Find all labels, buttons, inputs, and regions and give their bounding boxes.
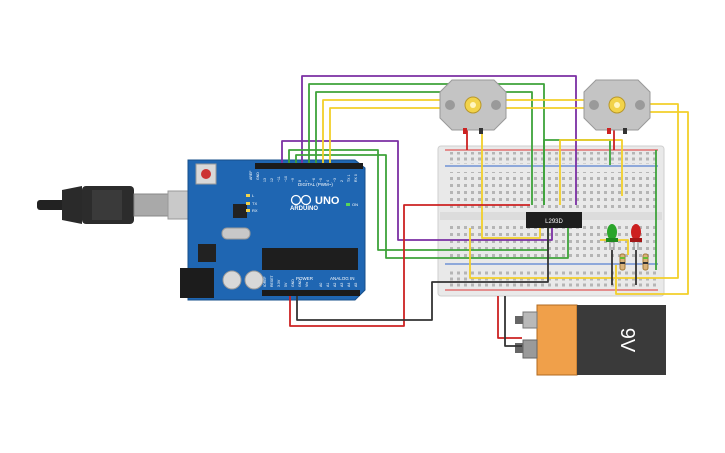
power-label: POWER	[296, 276, 314, 281]
wire-red-5v	[289, 204, 530, 327]
power-pin-label-1: RESET	[270, 274, 274, 287]
wire-green-d	[295, 154, 569, 259]
gnd-pin-label: GND	[256, 172, 260, 180]
aref-pin-label: AREF	[249, 171, 253, 180]
wire-red-battery	[497, 296, 522, 339]
battery-label: 9V	[616, 328, 638, 353]
digital-pin-label-3: ~10	[284, 176, 288, 182]
analog-pin-label-4: A4	[347, 283, 351, 287]
reset-button-cap	[201, 169, 211, 179]
digital-pin-label-1: 12	[270, 178, 274, 182]
wire-black-battery	[504, 296, 522, 347]
wire-yellow-i	[559, 139, 623, 205]
led-red	[630, 224, 642, 250]
power-pin-label-5: GND	[298, 279, 302, 287]
wire-yellow-g	[481, 130, 541, 239]
digital-pin-label-2: ~11	[277, 176, 281, 182]
power-pin-label-4: GND	[291, 279, 295, 287]
analog-pin-label-3: A3	[340, 283, 344, 287]
arduino-uno-board: ARDUINO UNO DIGITAL (PWM~) POWER ANALOG …	[180, 159, 366, 301]
dc-motor-2	[583, 79, 651, 134]
atmega-chip	[262, 248, 358, 270]
digital-pin-label-9: 4	[326, 180, 330, 182]
digital-pin-label-13: RX 0	[354, 174, 358, 182]
digital-pin-label-5: 8	[298, 180, 302, 182]
arduino-logo-text: ARDUINO	[290, 206, 318, 212]
wire-yellow-f	[615, 111, 689, 295]
power-pin-label-6: Vin	[305, 282, 309, 287]
wire-yellow-b	[329, 107, 440, 163]
digital-pin-label-8: ~5	[319, 178, 323, 182]
wire-purple-l293-in	[281, 140, 553, 241]
led-green	[606, 224, 618, 250]
dc-jack	[180, 268, 214, 298]
analog-label: ANALOG IN	[330, 276, 355, 281]
digital-pin-label-6: 7	[305, 180, 309, 182]
wire-yellow-a	[322, 99, 440, 163]
wire-green-b	[315, 91, 533, 205]
digital-pin-label-11: 2	[340, 180, 344, 182]
digital-pin-label-10: ~3	[333, 178, 337, 182]
analog-pin-label-1: A1	[326, 283, 330, 287]
arduino-model-text: UNO	[315, 195, 340, 207]
arduino-logo-icon	[290, 194, 312, 206]
digital-pin-label-12: TX 1	[347, 175, 351, 182]
power-pin-label-0: IOREF	[263, 276, 267, 287]
power-pin-label-2: 3.3V	[277, 279, 281, 287]
digital-pin-label-4: ~9	[291, 178, 295, 182]
on-led-label: ON	[352, 202, 358, 207]
chip-label: L293D	[545, 219, 563, 225]
rx-led-label: RX	[252, 208, 258, 213]
power-pin-label-3: 5V	[284, 282, 288, 287]
digital-pin-label-0: 13	[263, 178, 267, 182]
l-led-label: L	[252, 193, 255, 198]
battery-9v: 9V	[515, 304, 666, 376]
analog-pin-label-5: A5	[354, 283, 358, 287]
dc-motor-1	[439, 79, 507, 134]
digital-header	[255, 163, 363, 169]
analog-pin-label-2: A2	[333, 283, 337, 287]
digital-label: DIGITAL (PWM~)	[298, 182, 333, 187]
power-analog-header	[262, 290, 360, 296]
resistor-1	[619, 253, 626, 271]
l293d-chip: L293D	[526, 212, 582, 228]
digital-pin-label-7: ~6	[312, 178, 316, 182]
tx-led-label: TX	[252, 201, 257, 206]
usb-cable	[37, 186, 209, 224]
wire-yellow-e	[469, 103, 679, 279]
analog-pin-label-0: A0	[319, 283, 323, 287]
wire-black-gnd	[296, 228, 549, 321]
wires	[281, 75, 689, 347]
resistor-2	[642, 253, 649, 271]
